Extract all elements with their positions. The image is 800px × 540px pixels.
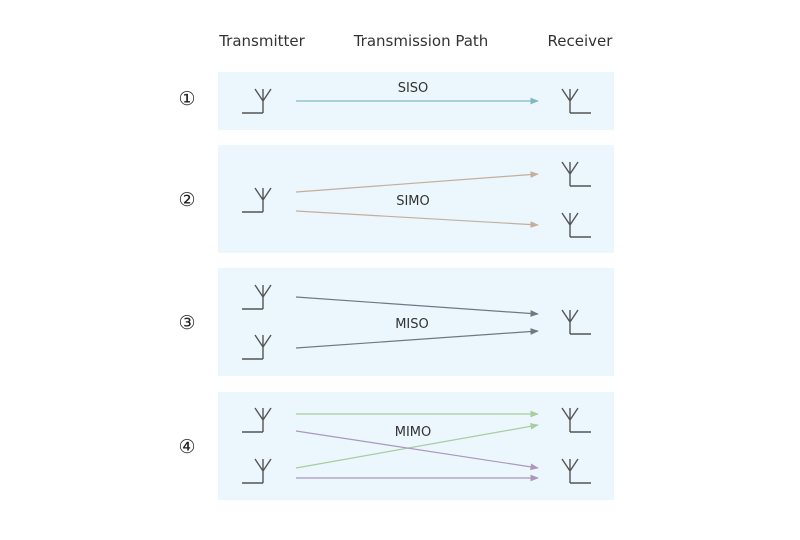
mimo-panel xyxy=(218,392,614,500)
miso-panel xyxy=(218,268,614,376)
row-number-4: ④ xyxy=(178,436,195,458)
row-siso: ① SISO xyxy=(178,72,614,130)
siso-label: SISO xyxy=(398,81,429,96)
simo-path-arrow-lower xyxy=(295,210,539,228)
simo-panel xyxy=(218,145,614,253)
mimo-label: MIMO xyxy=(395,425,432,440)
header-transmitter: Transmitter xyxy=(218,32,305,50)
miso-label: MISO xyxy=(395,317,429,332)
row-number-3: ③ xyxy=(178,312,195,334)
mimo-path-arrow-cross-down xyxy=(295,430,539,471)
row-number-2: ② xyxy=(178,189,195,211)
miso-path-arrow-lower xyxy=(295,328,539,349)
simo-path-arrow-upper xyxy=(295,171,539,193)
miso-path-arrow-upper xyxy=(295,296,539,317)
simo-label: SIMO xyxy=(396,194,430,209)
mimo-path-arrow-cross-up xyxy=(295,423,539,469)
row-miso: ③ MISO xyxy=(178,268,614,376)
row-simo: ② SIMO xyxy=(178,145,614,253)
header-receiver: Receiver xyxy=(548,32,614,50)
row-mimo: ④ MIMO xyxy=(178,392,614,500)
header-transmission-path: Transmission Path xyxy=(353,32,489,50)
row-number-1: ① xyxy=(178,88,195,110)
